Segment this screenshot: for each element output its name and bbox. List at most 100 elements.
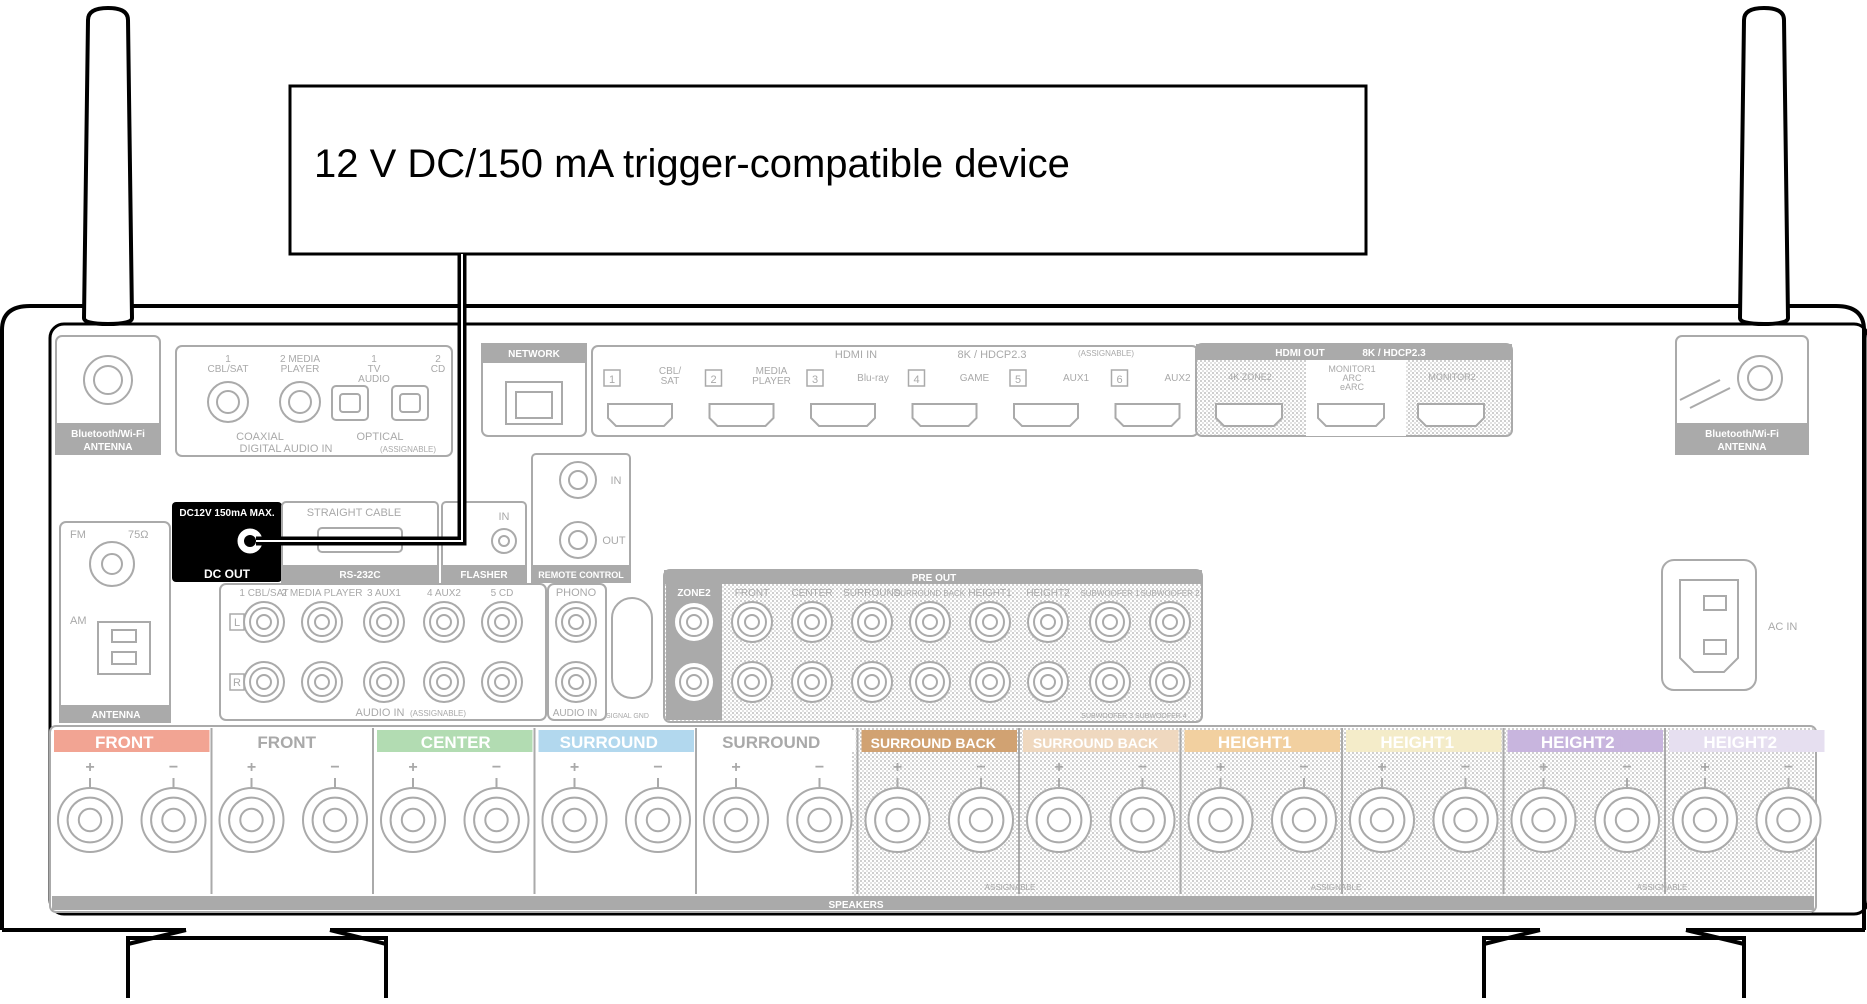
pre-out-jack[interactable] [851, 661, 893, 703]
audio-in-jack-left[interactable] [481, 601, 523, 643]
phono-label: PHONO [556, 587, 597, 599]
assignable-label: ASSIGNABLE [1637, 883, 1688, 892]
speaker-binding-post[interactable] [703, 787, 769, 853]
audio-in-jack-left[interactable] [423, 601, 465, 643]
speaker-terminal-group: HEIGHT2 L+− [1669, 730, 1825, 853]
speaker-binding-post[interactable] [1510, 787, 1577, 853]
audio-in-panel [219, 583, 653, 721]
speaker-binding-post[interactable] [1109, 787, 1176, 853]
pre-out-jack[interactable] [731, 601, 773, 643]
pre-out-jack[interactable] [909, 601, 951, 643]
ac-in-socket [1661, 559, 1757, 691]
speaker-terminal-group: CENTER+− [377, 728, 536, 894]
audio-in-jack-left[interactable] [243, 601, 285, 643]
pre-out-jack[interactable] [851, 601, 893, 643]
speaker-binding-post[interactable] [302, 787, 368, 853]
speaker-binding-post[interactable] [1672, 787, 1738, 853]
speaker-binding-post[interactable] [1755, 787, 1822, 853]
right-foot [1482, 928, 1746, 998]
speaker-binding-post[interactable] [948, 787, 1014, 853]
pre-out-jack[interactable] [909, 661, 951, 703]
hdmi-out-port[interactable]: MONITOR2 [1417, 372, 1485, 427]
flasher-label: FLASHER [460, 570, 508, 581]
pre-out-jack[interactable] [791, 601, 833, 643]
pre-out-jack[interactable] [1089, 661, 1131, 703]
polarity-label: − [330, 759, 339, 776]
speaker-binding-post[interactable] [463, 787, 530, 853]
channel-marker: L [234, 617, 240, 629]
speaker-side: L [1782, 733, 1792, 752]
speaker-binding-post[interactable] [1271, 787, 1337, 853]
flasher-port [441, 501, 527, 583]
pre-out-jack[interactable] [1149, 661, 1191, 703]
polarity-label: + [85, 759, 94, 776]
phono-footer: AUDIO IN [553, 708, 597, 719]
audio-in-assignable: (ASSIGNABLE) [410, 709, 466, 718]
speaker-binding-post[interactable] [57, 787, 123, 853]
audio-in-jack-left[interactable] [363, 601, 405, 643]
hdmi-in-port-number: 6 [1116, 374, 1122, 386]
antenna-connector-left [55, 335, 161, 455]
speaker-terminal-group: HEIGHT2 R+− [1507, 728, 1666, 894]
speaker-binding-post[interactable] [625, 787, 691, 853]
pre-out-jack[interactable] [791, 661, 833, 703]
dc-out-label: DC OUT [204, 567, 251, 581]
network-label: NETWORK [508, 349, 560, 360]
pre-out-jack[interactable] [731, 661, 773, 703]
audio-in-label: 5 CD [491, 588, 514, 599]
speaker-binding-post[interactable] [1026, 787, 1092, 853]
audio-in-jack-right[interactable] [243, 661, 285, 703]
speaker-side: R [663, 733, 675, 752]
speaker-binding-post[interactable] [864, 787, 931, 853]
phono-jack-left[interactable] [555, 601, 597, 643]
pre-out-jack[interactable] [969, 661, 1011, 703]
audio-in-label: 4 AUX2 [427, 588, 461, 599]
pre-out-zone2-jack[interactable] [673, 601, 715, 643]
speaker-binding-post[interactable] [1432, 787, 1499, 853]
audio-in-jack-left[interactable] [301, 601, 343, 643]
speaker-channel-label: FRONT R [95, 733, 171, 752]
fm-ohm-label: 75Ω [128, 529, 148, 541]
speaker-binding-post[interactable] [786, 787, 853, 853]
speaker-terminal-group: SURROUND R+− [538, 728, 697, 894]
pre-out-jack[interactable] [1149, 601, 1191, 643]
speaker-binding-post[interactable] [1594, 787, 1660, 853]
hdmi-in-port-name: GAME [960, 373, 990, 384]
hdmi-out-port[interactable]: 4K ZONE2 [1215, 372, 1283, 427]
pre-out-zone2-jack[interactable] [673, 661, 715, 703]
speaker-binding-post[interactable] [1187, 787, 1254, 853]
speaker-binding-post[interactable] [140, 787, 207, 853]
pre-out-jack[interactable] [969, 601, 1011, 643]
polarity-label: + [1054, 759, 1063, 776]
speaker-binding-post[interactable] [541, 787, 608, 853]
audio-in-jack-right[interactable] [481, 661, 523, 703]
audio-in-jack-right[interactable] [301, 661, 343, 703]
polarity-label: + [1216, 759, 1225, 776]
speaker-binding-post[interactable] [1349, 787, 1415, 853]
pre-out-jack[interactable] [1027, 661, 1069, 703]
pre-out-jack[interactable] [1027, 601, 1069, 643]
coaxial-label: COAXIAL [236, 431, 284, 443]
speaker-binding-post[interactable] [218, 787, 285, 853]
speaker-channel-label: HEIGHT2 R [1541, 733, 1632, 752]
pre-out-jack[interactable] [1089, 601, 1131, 643]
audio-in-jack-right[interactable] [423, 661, 465, 703]
audio-in-jack-right[interactable] [363, 661, 405, 703]
remote-control-panel [531, 453, 631, 583]
speaker-binding-post[interactable] [380, 787, 446, 853]
signal-gnd-label: SIGNAL GND [606, 713, 649, 720]
digital-audio-assignable: (ASSIGNABLE) [380, 445, 436, 454]
speaker-terminal-group: HEIGHT1 L+− [1346, 728, 1505, 894]
phono-jack-right[interactable] [555, 661, 597, 703]
